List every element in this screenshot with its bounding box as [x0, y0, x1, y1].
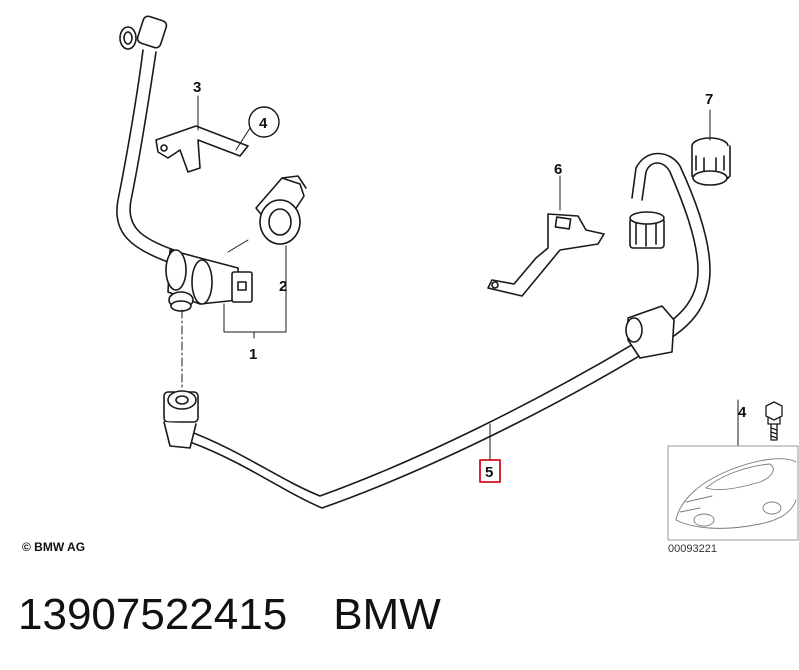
callout-5-highlight-box [479, 459, 501, 483]
caption: 13907522415 BMW [18, 585, 441, 645]
callout-2: 2 [279, 278, 287, 295]
callout-5: 5 [485, 464, 493, 481]
vehicle-thumbnail-frame [667, 445, 799, 541]
callout-6: 6 [554, 161, 562, 178]
leader-lines [197, 95, 711, 461]
clamp-ring [255, 175, 307, 245]
copyright-notice: © BMW AG [22, 540, 86, 554]
part-number: 13907522415 [18, 590, 288, 639]
bracket-3 [155, 125, 249, 173]
callout-4-screw: 4 [738, 404, 747, 421]
callout-4: 4 [259, 115, 268, 132]
screw-icon [765, 401, 783, 441]
plug-7 [691, 137, 731, 186]
callout-3: 3 [193, 79, 201, 96]
brand-name: BMW [333, 590, 441, 639]
upper-hose [116, 15, 175, 263]
figure-number: 00093221 [668, 543, 717, 555]
callout-7: 7 [705, 91, 713, 108]
valve-body [165, 249, 253, 312]
callout-1: 1 [249, 346, 257, 363]
main-hose [163, 152, 711, 509]
parts-diagram: 1 2 3 4 5 6 7 4 [116, 15, 799, 541]
vehicle-thumbnail-icon [675, 458, 797, 529]
callout-circle-4 [248, 106, 280, 138]
bracket-6 [487, 213, 605, 297]
